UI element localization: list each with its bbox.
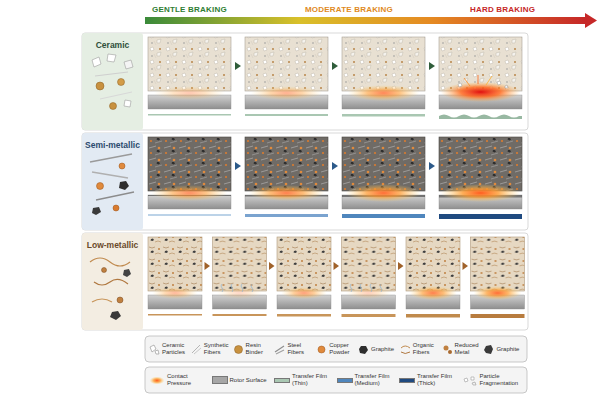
legend-swatch <box>337 378 353 383</box>
legend-text: Transfer Film (Thin) <box>292 373 335 386</box>
legend-item: Resin Binder <box>233 338 274 360</box>
legend-text: Synthetic Fibers <box>204 342 232 355</box>
legend-icon <box>149 344 160 355</box>
legend-icon <box>316 344 327 355</box>
braking-label: HARD BRAKING <box>470 5 535 14</box>
legend-swatch <box>274 378 290 383</box>
legend-icon <box>442 344 453 355</box>
legend-item: Copper Powder <box>316 338 357 360</box>
material-panel: Ceramic <box>82 33 143 130</box>
legend-text: Copper Powder <box>329 342 357 355</box>
legend-swatch <box>399 378 415 383</box>
legend-swatch <box>212 376 228 384</box>
legend-item: Transfer Film (Medium) <box>337 369 398 391</box>
panel-title: Semi-metallic <box>82 133 143 150</box>
legend-text: Particle Fragmentation <box>480 373 523 386</box>
legend-icon <box>483 344 494 355</box>
panel-title: Ceramic <box>82 33 143 50</box>
panel-title: Low-metallic <box>82 233 143 250</box>
legend-text: Reduced Metal <box>455 342 483 355</box>
braking-label: MODERATE BRAKING <box>305 5 393 14</box>
legend-icon <box>358 344 369 355</box>
material-panel: Low-metallic <box>82 233 143 330</box>
legend-item: Contact Pressure <box>149 369 210 391</box>
legend-text: Transfer Film (Thick) <box>417 373 460 386</box>
legend-text: Contact Pressure <box>167 373 210 386</box>
legend-icon <box>400 344 411 355</box>
legend-item: Rotor Surface <box>212 369 273 391</box>
legend-icon <box>274 344 285 355</box>
legend-item: Steel Fibers <box>274 338 315 360</box>
legend-item: Organic Fibers <box>400 338 441 360</box>
legend-item: Graphite <box>358 338 399 360</box>
legend-item: Graphite <box>483 338 524 360</box>
legend-icon <box>462 375 478 386</box>
legend-text: Resin Binder <box>246 342 274 355</box>
legend-item: Synthetic Fibers <box>191 338 232 360</box>
legend-text: Organic Fibers <box>413 342 441 355</box>
legend-text: Graphite <box>371 346 394 353</box>
legend-item: Transfer Film (Thin) <box>274 369 335 391</box>
legend-text: Ceramic Particles <box>162 342 190 355</box>
legend-icon <box>191 344 202 355</box>
legend-item: Transfer Film (Thick) <box>399 369 460 391</box>
legend-text: Transfer Film (Medium) <box>355 373 398 386</box>
legend-item: Reduced Metal <box>442 338 483 360</box>
material-panel: Semi-metallic <box>82 133 143 230</box>
legend-text: Rotor Surface <box>230 377 267 384</box>
legend-icon <box>233 344 244 355</box>
legend-text: Graphite <box>496 346 519 353</box>
legend-text: Steel Fibers <box>287 342 315 355</box>
legend-item: Ceramic Particles <box>149 338 190 360</box>
braking-label: GENTLE BRAKING <box>152 5 227 14</box>
legend-icon <box>149 375 165 386</box>
legend-item: Particle Fragmentation <box>462 369 523 391</box>
